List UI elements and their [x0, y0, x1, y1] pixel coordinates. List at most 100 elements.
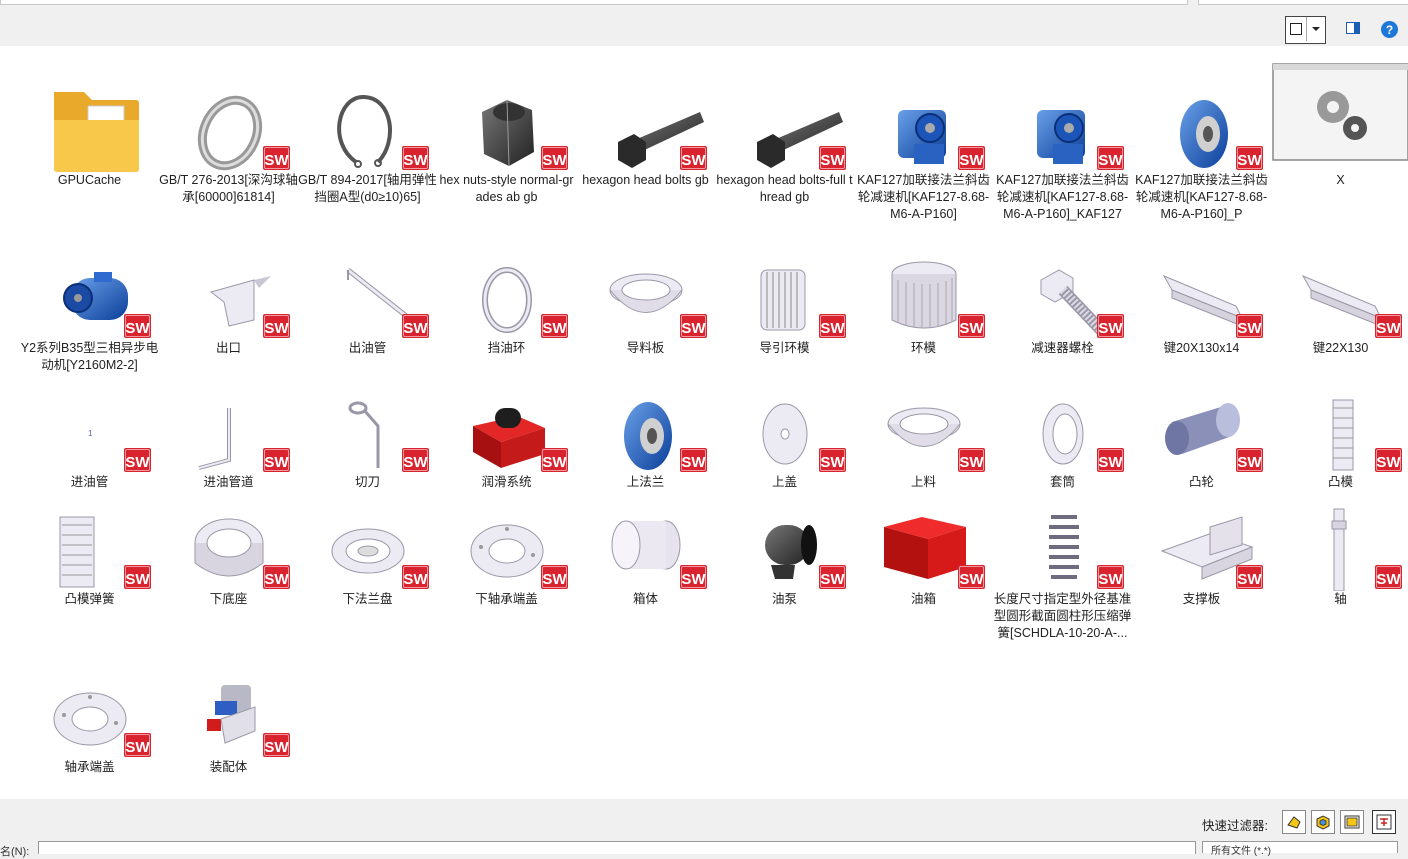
svg-text:SW: SW [1098, 152, 1123, 169]
key-part-icon: SW [1162, 274, 1263, 338]
file-name: 挡油环 [487, 341, 526, 355]
file-name: 出口 [215, 341, 241, 355]
key-part-icon: SW [1301, 274, 1402, 338]
svg-text:SW: SW [1376, 571, 1401, 588]
solidworks-badge-icon: SW [958, 565, 985, 589]
shaft-part-icon: SW [1331, 508, 1402, 591]
address-bar[interactable] [0, 0, 1188, 5]
help-button[interactable]: ? [1381, 21, 1398, 38]
hex-bolt-part-icon: SW [757, 112, 846, 170]
box-part-icon: SW [611, 520, 707, 589]
svg-text:SW: SW [403, 454, 428, 471]
filetype-select[interactable]: 所有文件 (*.*) [1202, 841, 1398, 857]
solidworks-badge-icon: SW [819, 448, 846, 472]
top-toolbar: ? [0, 0, 1408, 46]
svg-text:SW: SW [125, 454, 150, 471]
sleeve-part-icon: SW [1042, 403, 1124, 472]
solidworks-badge-icon: SW [1375, 314, 1402, 338]
svg-text:SW: SW [959, 454, 984, 471]
svg-text:SW: SW [820, 152, 845, 169]
support-plate-part-icon: SW [1160, 516, 1263, 589]
svg-text:SW: SW [264, 571, 289, 588]
file-name: 下法兰盘 [342, 592, 393, 606]
ring-die-part-icon: SW [891, 261, 985, 338]
file-name: 上法兰 [626, 475, 665, 489]
solidworks-badge-icon: SW [263, 448, 290, 472]
svg-text:SW: SW [1237, 320, 1262, 337]
folder-icon [54, 92, 139, 172]
funnel-part-icon: SW [887, 407, 985, 472]
file-name: 进油管道 [203, 475, 254, 489]
svg-text:SW: SW [959, 320, 984, 337]
search-field[interactable] [1198, 0, 1408, 5]
file-name: GB/T 276-2013[深沟球轴承[60000]61814] [159, 173, 298, 204]
svg-text:SW: SW [264, 152, 289, 169]
svg-text:1: 1 [88, 429, 93, 438]
svg-text:SW: SW [403, 320, 428, 337]
pipe-part-icon: SW [346, 268, 429, 338]
file-name: 进油管 [70, 475, 109, 489]
file-name: 减速器螺栓 [1031, 341, 1094, 355]
preview-pane-button[interactable] [1345, 21, 1361, 35]
solidworks-badge-icon: SW [1097, 448, 1124, 472]
filter-assemblies-button[interactable] [1311, 810, 1335, 834]
svg-text:SW: SW [1237, 571, 1262, 588]
file-name: KAF127加联接法兰斜齿轮减速机[KAF127-8.68-M6-A-P160] [857, 173, 990, 221]
file-name: 凸模弹簧 [64, 592, 115, 606]
circlip-part-icon: SW [337, 94, 429, 170]
solidworks-badge-icon: SW [680, 448, 707, 472]
solidworks-badge-icon: SW [402, 314, 429, 338]
filter-drawings-button[interactable] [1340, 810, 1364, 834]
bearing-cap-part-icon: SW [470, 524, 568, 589]
solidworks-badge-icon: SW [263, 314, 290, 338]
file-name: 导引环模 [759, 341, 810, 355]
file-name: 支撑板 [1182, 592, 1221, 606]
part-filter-icon [1287, 816, 1301, 829]
file-name: 键20X130x14 [1163, 341, 1240, 355]
file-name: GPUCache [57, 173, 122, 187]
filter-parts-button[interactable] [1282, 810, 1306, 834]
file-name: 键22X130 [1312, 341, 1369, 355]
view-mode-dropdown[interactable] [1306, 17, 1325, 41]
file-name: 上料 [910, 475, 936, 489]
file-name: GB/T 894-2017[轴用弹性挡圈A型(d0≥10)65] [298, 173, 437, 204]
file-name: 油箱 [910, 592, 936, 606]
cage-part-icon: SW [760, 269, 846, 338]
solidworks-badge-icon: SW [680, 146, 707, 170]
flange-plate-part-icon: SW [331, 528, 429, 589]
file-name: 装配体 [209, 760, 248, 774]
svg-text:SW: SW [542, 152, 567, 169]
empty-part-icon: 1 SW [88, 429, 151, 472]
svg-text:SW: SW [1098, 454, 1123, 471]
solidworks-badge-icon: SW [1236, 448, 1263, 472]
file-name: 轴承端盖 [64, 760, 115, 774]
file-name: 环模 [910, 341, 936, 355]
svg-text:SW: SW [125, 739, 150, 756]
file-name: 凸模 [1327, 475, 1353, 489]
filename-input[interactable] [38, 841, 1196, 854]
view-mode-button[interactable] [1286, 17, 1306, 41]
tank-part-icon: SW [884, 517, 985, 589]
solidworks-badge-icon: SW [958, 448, 985, 472]
filter-top-level-button[interactable] [1372, 810, 1396, 834]
svg-text:SW: SW [1376, 454, 1401, 471]
svg-text:SW: SW [264, 454, 289, 471]
disc-part-icon: SW [762, 403, 846, 472]
svg-text:SW: SW [1237, 152, 1262, 169]
base-part-icon: SW [194, 518, 290, 589]
assembly-filter-icon [1316, 815, 1330, 830]
svg-text:SW: SW [542, 454, 567, 471]
file-list-pane[interactable]: GPUCache SW GB/T 276-2013[深沟球轴承[60000]61… [0, 46, 1408, 799]
file-name: 下底座 [209, 592, 248, 606]
solidworks-badge-icon: SW [263, 146, 290, 170]
preview-pane-icon [1346, 22, 1360, 34]
svg-text:SW: SW [264, 320, 289, 337]
solidworks-badge-icon: SW [263, 733, 290, 757]
bracket-part-icon: SW [209, 276, 290, 338]
svg-text:SW: SW [125, 320, 150, 337]
solidworks-badge-icon: SW [819, 146, 846, 170]
solidworks-badge-icon: SW [124, 733, 151, 757]
hex-nut-part-icon: SW [482, 99, 568, 170]
svg-text:SW: SW [959, 571, 984, 588]
filename-label: 名(N): [0, 846, 30, 858]
